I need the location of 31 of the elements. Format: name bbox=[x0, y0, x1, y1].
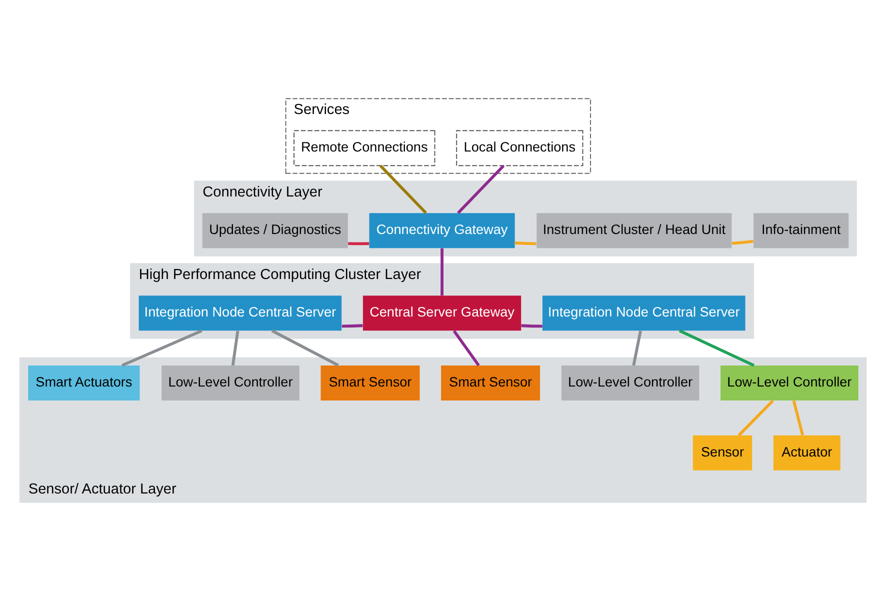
connector bbox=[632, 330, 642, 366]
connector bbox=[231, 330, 240, 366]
node-box: Updates / Diagnostics bbox=[202, 213, 348, 248]
connector bbox=[348, 242, 370, 246]
node-box: Instrument Cluster / Head Unit bbox=[536, 213, 732, 248]
node-box: Info-tainment bbox=[754, 213, 849, 248]
node-box: Sensor bbox=[692, 435, 752, 470]
node-box: Integration Node Central Server bbox=[138, 296, 342, 331]
node-box: Smart Sensor bbox=[441, 366, 540, 400]
node-box: Local Connections bbox=[456, 130, 584, 166]
connector bbox=[440, 248, 444, 296]
node-box: Low-Level Controller bbox=[162, 366, 300, 400]
connector bbox=[121, 329, 203, 367]
connector bbox=[271, 329, 339, 367]
connector bbox=[792, 400, 804, 436]
connector bbox=[342, 324, 363, 328]
node-box: Actuator bbox=[773, 435, 840, 470]
connector bbox=[738, 400, 774, 436]
connector bbox=[452, 330, 480, 366]
node-box: Central Server Gateway bbox=[362, 296, 522, 331]
connector bbox=[514, 242, 536, 246]
node-box: Integration Node Central Server bbox=[542, 296, 746, 331]
connector bbox=[678, 329, 755, 367]
node-box: Smart Actuators bbox=[28, 366, 140, 400]
node-box: Connectivity Gateway bbox=[369, 213, 515, 248]
node-box: Remote Connections bbox=[294, 130, 436, 166]
connector bbox=[521, 324, 542, 328]
node-box: Low-Level Controller bbox=[720, 366, 858, 400]
node-box: Smart Sensor bbox=[320, 366, 420, 400]
connector bbox=[732, 240, 754, 245]
node-box: Low-Level Controller bbox=[561, 366, 700, 400]
